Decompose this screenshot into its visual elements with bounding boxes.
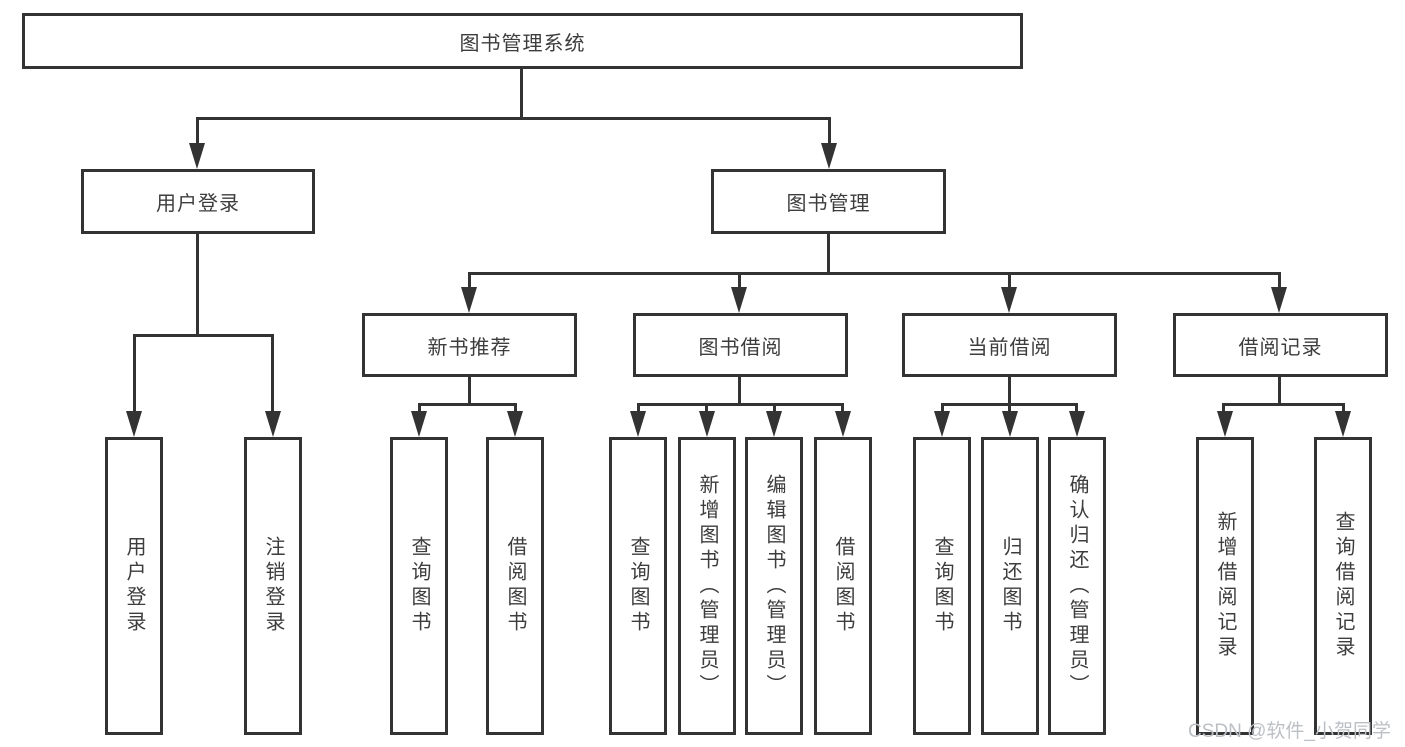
arrowhead-borrow-books-recommend [507, 411, 523, 437]
connector-borrowing-horizontal [637, 403, 844, 406]
connector-book-vertical [827, 233, 830, 275]
leaf-query-books-recommend-label: 查询图书 [408, 536, 430, 636]
node-new-book-recommend-label: 新书推荐 [427, 336, 512, 359]
node-user-login: 用户登录 [81, 169, 315, 234]
arrowhead-add-books-admin [699, 411, 715, 437]
leaf-borrow-books-recommend-label: 借阅图书 [504, 536, 526, 636]
arrowhead-borrowing-records [1271, 287, 1287, 313]
connector-root-stem-book [828, 117, 831, 145]
connector-user-horizontal [133, 334, 274, 337]
connector-recommend-vertical [468, 377, 471, 406]
node-root-library-system: 图书管理系统 [22, 13, 1023, 69]
leaf-query-books-recommend: 查询图书 [390, 437, 448, 735]
leaf-borrow-books-borrowing-label: 借阅图书 [832, 536, 854, 636]
arrowhead-leaf-user-login [126, 411, 142, 437]
leaf-add-books-admin-label: 新增图书（管理员） [696, 473, 718, 699]
leaf-user-login: 用户登录 [105, 437, 163, 735]
leaf-confirm-return-admin-label: 确认归还（管理员） [1066, 473, 1088, 699]
connector-borrowing-stem-4 [841, 403, 844, 413]
arrowhead-book-borrowing [731, 287, 747, 313]
connector-recommend-stem-1 [418, 403, 421, 413]
leaf-logout: 注销登录 [244, 437, 302, 735]
connector-borrowing-stem-1 [637, 403, 640, 413]
leaf-query-books-borrowing-label: 查询图书 [627, 536, 649, 636]
connector-book-horizontal [468, 272, 1281, 275]
arrowhead-query-borrow-record [1335, 411, 1351, 437]
node-book-borrowing: 图书借阅 [633, 313, 848, 377]
leaf-query-books-current-label: 查询图书 [931, 536, 953, 636]
arrowhead-current-borrowing [1001, 287, 1017, 313]
leaf-add-borrow-record-label: 新增借阅记录 [1214, 511, 1236, 661]
arrowhead-leaf-logout [265, 411, 281, 437]
leaf-confirm-return-admin: 确认归还（管理员） [1048, 437, 1106, 735]
node-book-management: 图书管理 [711, 169, 946, 234]
connector-records-stem-1 [1222, 403, 1225, 413]
connector-borrowing-vertical [738, 377, 741, 406]
arrowhead-borrow-books-borrowing [835, 411, 851, 437]
arrowhead-query-books-borrowing [630, 411, 646, 437]
leaf-borrow-books-recommend: 借阅图书 [486, 437, 544, 735]
connector-current-stem-2 [1008, 403, 1011, 413]
connector-user-stem-1 [133, 334, 136, 412]
node-current-borrowing: 当前借阅 [902, 313, 1117, 377]
node-new-book-recommend: 新书推荐 [362, 313, 577, 377]
connector-records-stem-2 [1342, 403, 1345, 413]
node-book-management-label: 图书管理 [786, 193, 871, 215]
connector-recommend-horizontal [418, 403, 517, 406]
node-current-borrowing-label: 当前借阅 [967, 336, 1052, 359]
leaf-return-books: 归还图书 [981, 437, 1039, 735]
leaf-logout-label: 注销登录 [262, 536, 284, 636]
connector-book-stem-2 [738, 272, 741, 289]
connector-root-vertical [520, 69, 523, 119]
leaf-query-books-borrowing: 查询图书 [609, 437, 667, 735]
arrowhead-add-borrow-record [1217, 411, 1233, 437]
connector-book-stem-1 [468, 272, 471, 289]
connector-root-stem-user [196, 117, 199, 145]
arrowhead-book-management [821, 143, 837, 169]
connector-current-stem-3 [1075, 403, 1078, 413]
connector-book-stem-4 [1278, 272, 1281, 289]
node-root-label: 图书管理系统 [459, 32, 586, 55]
connector-user-stem-2 [271, 334, 274, 412]
arrowhead-return-books [1002, 411, 1018, 437]
arrowhead-edit-books-admin [766, 411, 782, 437]
leaf-query-books-current: 查询图书 [913, 437, 971, 735]
arrowhead-query-books-recommend [411, 411, 427, 437]
leaf-add-books-admin: 新增图书（管理员） [678, 437, 736, 735]
connector-records-horizontal [1222, 403, 1345, 406]
connector-borrowing-stem-3 [773, 403, 776, 413]
leaf-query-borrow-record: 查询借阅记录 [1314, 437, 1372, 735]
csdn-watermark: CSDN @软件_小贺同学 [1188, 721, 1391, 742]
node-book-borrowing-label: 图书借阅 [698, 336, 783, 359]
connector-borrowing-stem-2 [705, 403, 708, 413]
connector-root-horizontal [196, 117, 831, 120]
arrowhead-new-book-recommend [461, 287, 477, 313]
leaf-add-borrow-record: 新增借阅记录 [1196, 437, 1254, 735]
connector-records-vertical [1278, 377, 1281, 406]
leaf-user-login-label: 用户登录 [123, 536, 145, 636]
arrowhead-user-login [189, 143, 205, 169]
leaf-query-borrow-record-label: 查询借阅记录 [1332, 511, 1354, 661]
arrowhead-query-books-current [934, 411, 950, 437]
leaf-return-books-label: 归还图书 [999, 536, 1021, 636]
leaf-borrow-books-borrowing: 借阅图书 [814, 437, 872, 735]
leaf-edit-books-admin-label: 编辑图书（管理员） [763, 473, 785, 699]
node-borrowing-records: 借阅记录 [1173, 313, 1388, 377]
connector-current-vertical [1008, 377, 1011, 406]
connector-user-vertical [196, 233, 199, 336]
leaf-edit-books-admin: 编辑图书（管理员） [745, 437, 803, 735]
connector-recommend-stem-2 [514, 403, 517, 413]
connector-current-stem-1 [941, 403, 944, 413]
node-borrowing-records-label: 借阅记录 [1238, 336, 1323, 359]
node-user-login-label: 用户登录 [156, 193, 240, 215]
connector-book-stem-3 [1008, 272, 1011, 289]
arrowhead-confirm-return-admin [1069, 411, 1085, 437]
